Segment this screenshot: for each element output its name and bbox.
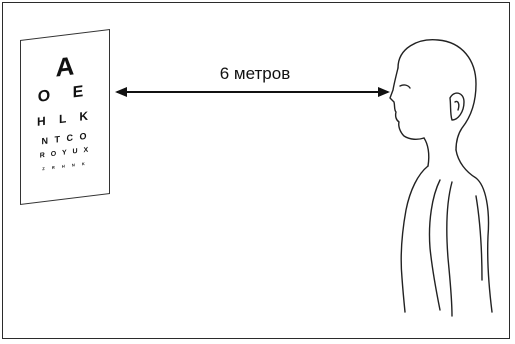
person-figure [389,39,493,317]
ear-mark [449,92,465,121]
distance-label: 6 метров [219,64,291,83]
eye-mark [399,84,411,89]
